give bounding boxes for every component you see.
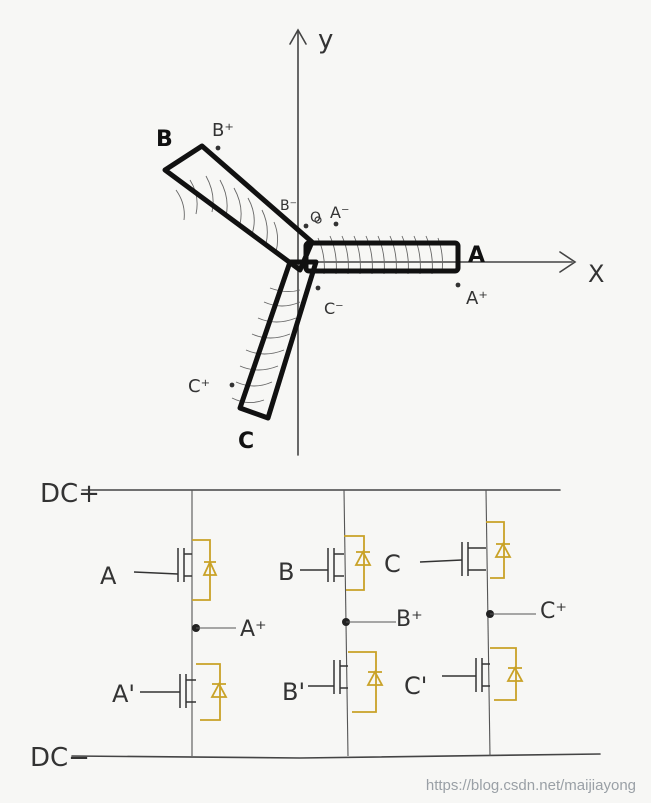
diode-icon [490, 647, 524, 701]
gate-label: B' [282, 678, 305, 706]
terminal-dot [303, 223, 309, 229]
inverter-leg-b: B B' B⁺ [278, 489, 423, 757]
gate-label: B [278, 558, 294, 586]
lower-switch-b [308, 651, 384, 713]
diode-icon [486, 521, 512, 579]
phase-c-plus-label: C⁺ [188, 376, 210, 397]
terminal-dot [333, 221, 339, 227]
y-axis-arrow-icon [289, 28, 307, 45]
dc-plus-label: DC+ [40, 479, 100, 509]
phase-a-minus-label: A⁻ [330, 203, 349, 222]
lower-switch-c [442, 647, 524, 701]
upper-switch-a [133, 539, 218, 601]
gate-label: C [384, 550, 401, 578]
terminal-dot [455, 282, 461, 288]
terminal-dot [229, 382, 235, 388]
diode-icon [192, 539, 218, 601]
dc-minus-label: DC− [30, 743, 90, 773]
diode-icon [196, 663, 228, 721]
bar-b [162, 143, 315, 273]
phase-a-label: A [468, 243, 485, 268]
output-label: B⁺ [396, 607, 423, 632]
diode-icon [344, 535, 372, 591]
upper-switch-b [300, 535, 372, 591]
phase-c-minus-label: C⁻ [324, 299, 344, 318]
terminal-dot [314, 216, 322, 224]
y-axis-label: y [318, 25, 333, 55]
inverter-leg-a: A A' A⁺ [100, 490, 267, 756]
output-label: C⁺ [540, 599, 567, 624]
inverter-leg-c: C C' C⁺ [384, 489, 567, 757]
x-axis-arrow-icon [559, 251, 577, 273]
diode-icon [348, 651, 384, 713]
phase-a-plus-label: A⁺ [466, 288, 488, 309]
coil-c [231, 287, 301, 403]
phase-b-label: B [156, 127, 173, 152]
origin-label: O [310, 210, 321, 226]
dc-minus-rail [71, 753, 601, 759]
phase-c-label: C [238, 429, 254, 454]
terminal-dot [315, 285, 321, 291]
winding-diagram: y X A A⁺ A⁻ O B B⁺ B⁻ [156, 25, 604, 456]
upper-switch-c [419, 521, 512, 579]
bar-c [237, 259, 319, 421]
x-axis-label: X [588, 260, 604, 288]
gate-label: A [100, 562, 117, 590]
phase-b-minus-label: B⁻ [280, 198, 297, 214]
gate-label: C' [404, 672, 427, 700]
watermark: https://blog.csdn.net/maijiayong [426, 777, 636, 794]
output-label: A⁺ [240, 617, 267, 642]
coil-a [317, 235, 443, 275]
lower-switch-a [140, 663, 228, 721]
terminal-dot [215, 145, 221, 151]
inverter-circuit: DC+ DC− [30, 479, 601, 773]
phase-b-plus-label: B⁺ [212, 120, 234, 141]
gate-label: A' [112, 680, 135, 708]
coil-b [175, 175, 279, 253]
